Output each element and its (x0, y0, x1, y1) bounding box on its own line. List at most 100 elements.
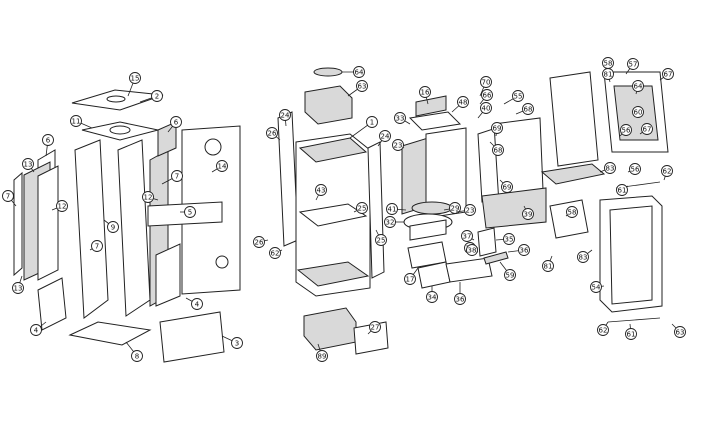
callout-label: 66 (483, 92, 492, 100)
callout-circle (171, 170, 183, 182)
callout-circle (627, 58, 639, 70)
callout-circle (353, 66, 365, 78)
front-cover-inner (609, 205, 653, 305)
callout-label: 12 (58, 203, 67, 211)
hopper-lid (549, 199, 589, 239)
callout-circle (522, 103, 534, 115)
callout-circle (366, 116, 378, 128)
callout-label: 15 (131, 75, 140, 83)
callout-25: 25 (353, 202, 368, 214)
callout-4: 4 (30, 321, 47, 336)
callout-circle (512, 90, 524, 102)
callout-circle (480, 76, 492, 88)
callout-circle (504, 269, 516, 281)
callout-circle (131, 350, 143, 362)
callout-89: 89 (316, 343, 328, 362)
callout-circle (661, 165, 673, 177)
callout-circle (315, 184, 327, 196)
callout-5: 5 (180, 206, 196, 218)
callout-label: 7 (95, 243, 99, 251)
callout-67: 67 (639, 123, 653, 135)
callout-33: 33 (394, 112, 411, 125)
callout-circle (492, 144, 504, 156)
callout-circle (384, 216, 396, 228)
callout-63: 63 (671, 323, 686, 338)
left-side-rail (277, 111, 299, 247)
callout-label: 62 (271, 250, 280, 258)
callout-circle (91, 240, 103, 252)
side-frame-left (74, 139, 109, 319)
callout-61: 61 (625, 323, 637, 340)
callout-circle (464, 204, 476, 216)
callout-circle (404, 273, 416, 285)
ash-box (303, 307, 357, 351)
callout-label: 69 (503, 184, 512, 192)
callout-label: 33 (396, 115, 405, 123)
callout-70: 70 (479, 76, 492, 97)
callout-label: 5 (188, 209, 192, 217)
callout-27: 27 (367, 321, 381, 335)
callout-48: 48 (451, 96, 469, 113)
burn-pot-holder (409, 219, 447, 241)
callout-55: 55 (503, 90, 524, 105)
callout-label: 67 (643, 126, 652, 134)
callout-label: 25 (377, 237, 386, 245)
flue-ring (313, 67, 343, 77)
callout-label: 35 (505, 236, 514, 244)
callout-6: 6 (42, 134, 54, 157)
callout-label: 24 (381, 133, 390, 141)
callout-circle (616, 184, 628, 196)
callout-label: 56 (631, 166, 640, 174)
callout-label: 40 (482, 105, 491, 113)
callout-36: 36 (454, 282, 466, 305)
callout-67: 67 (659, 68, 674, 81)
callout-56: 56 (627, 163, 641, 175)
callout-circle (426, 291, 438, 303)
firebox-top (298, 137, 368, 163)
callout-label: 59 (506, 272, 515, 280)
callout-label: 61 (618, 187, 627, 195)
callout-circle (632, 106, 644, 118)
callout-41: 41 (386, 203, 407, 215)
callout-label: 25 (358, 205, 367, 213)
callout-label: 81 (544, 263, 553, 271)
callout-label: 58 (604, 60, 613, 68)
callout-label: 48 (459, 99, 468, 107)
callout-circle (231, 337, 243, 349)
callout-label: 23 (466, 207, 475, 215)
inner-panel-grid (155, 243, 181, 307)
callout-1: 1 (349, 116, 378, 139)
callout-61: 61 (616, 184, 629, 196)
callout-label: 36 (456, 296, 465, 304)
rear-panel-frame (549, 71, 599, 167)
callout-label: 38 (468, 247, 477, 255)
callout-label: 64 (355, 69, 364, 77)
callout-label: 14 (218, 163, 227, 171)
bracket-35 (477, 227, 497, 257)
callout-circle (151, 90, 163, 102)
callout-circle (269, 247, 281, 259)
left-panel-frame (37, 165, 59, 281)
side-frame-mid (117, 139, 151, 317)
callout-label: 3 (235, 340, 239, 348)
callout-68: 68 (489, 141, 504, 156)
callout-circle (356, 202, 368, 214)
bottom-panel (159, 311, 225, 363)
callout-label: 26 (255, 239, 264, 247)
callout-56: 56 (619, 124, 632, 137)
callout-label: 61 (627, 331, 636, 339)
callout-label: 6 (174, 119, 179, 127)
callout-circle (42, 134, 54, 146)
callout-label: 16 (421, 89, 430, 97)
callout-label: 17 (406, 276, 415, 284)
callout-60: 60 (632, 106, 644, 118)
callout-9: 9 (103, 219, 119, 233)
callout-circle (56, 200, 68, 212)
callout-circle (30, 324, 42, 336)
callout-label: 7 (6, 193, 10, 201)
callout-label: 26 (268, 130, 277, 138)
callout-62: 62 (661, 165, 673, 181)
callout-circle (369, 321, 381, 333)
callout-24: 24 (279, 109, 291, 127)
callout-43: 43 (315, 184, 327, 201)
